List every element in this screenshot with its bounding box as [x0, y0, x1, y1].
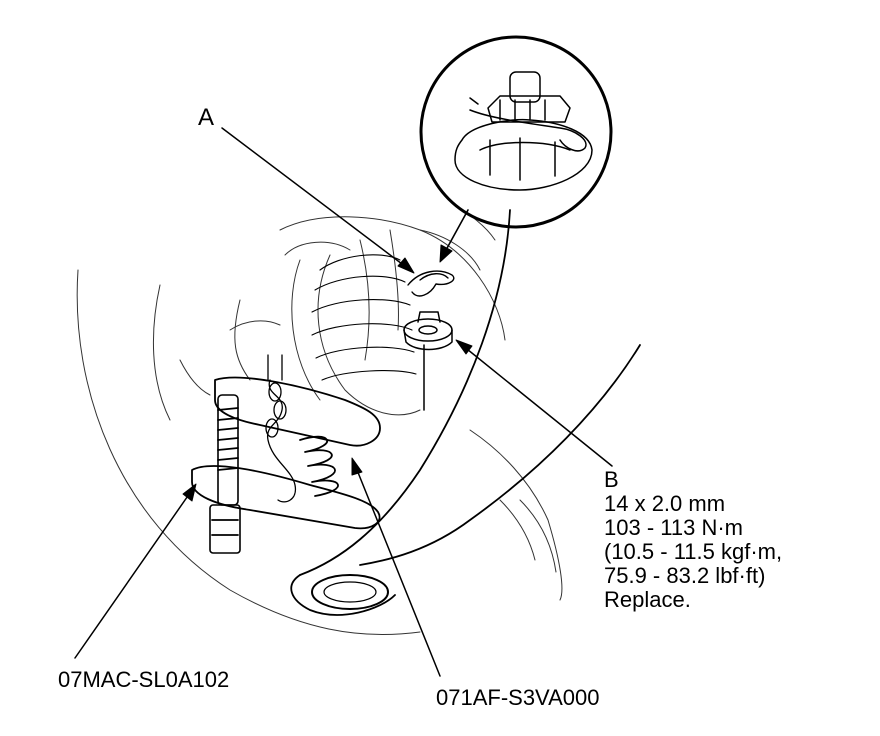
safety-wire	[265, 354, 297, 503]
tool-label-ball-joint-remover: 07MAC-SL0A102	[58, 667, 230, 692]
tool-label-ball-joint-tool: 071AF-S3VA000	[436, 685, 600, 710]
detail-inset	[419, 35, 613, 229]
leader-b	[461, 344, 613, 467]
ball-joint-remover-tool	[191, 376, 381, 554]
castle-nut	[403, 311, 453, 411]
replace-note: Replace.	[604, 587, 691, 612]
label-b: B	[604, 467, 619, 492]
leader-tool-1-arrowhead	[182, 483, 197, 502]
leader-tool-2	[354, 464, 441, 677]
leader-lines	[74, 127, 613, 677]
inset-arrow-line	[445, 209, 469, 251]
leader-b-arrowhead	[455, 339, 473, 355]
label-a: A	[198, 104, 215, 131]
control-arm	[290, 209, 641, 616]
leader-tool-2-arrowhead	[351, 457, 363, 476]
inset-arrow-head	[439, 244, 453, 263]
drive-shaft-boot	[311, 254, 417, 381]
torque-nm: 103 - 113 N·m	[604, 515, 743, 540]
cotter-pin	[407, 270, 455, 297]
nut-size: 14 x 2.0 mm	[604, 491, 726, 516]
knuckle-outline	[76, 204, 563, 636]
leader-a-arrowhead	[397, 257, 415, 274]
nut-b-specification: B 14 x 2.0 mm 103 - 113 N·m (10.5 - 11.5…	[604, 468, 782, 612]
torque-kgf: (10.5 - 11.5 kgf·m,	[604, 539, 783, 564]
torque-lbf: 75.9 - 83.2 lbf·ft)	[604, 563, 766, 588]
leader-a	[221, 127, 411, 271]
leader-tool-1	[74, 489, 193, 659]
